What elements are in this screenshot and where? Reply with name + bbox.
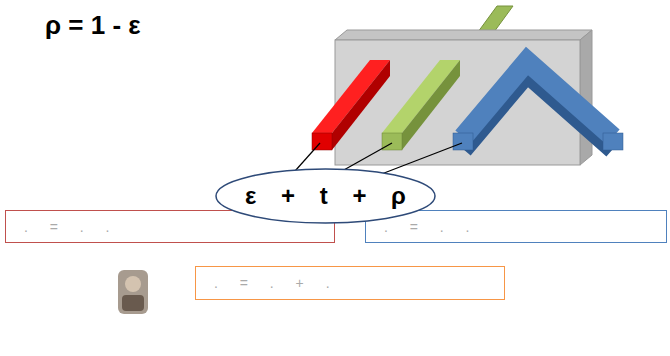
sum-ellipse: ε + t + ρ: [215, 168, 436, 224]
formula-label: ρ = 1 - ε: [45, 10, 141, 41]
photo-icon: [118, 270, 148, 314]
node-text: . = . + .: [214, 275, 330, 291]
equation-box: . = . + .: [195, 266, 505, 300]
equation-box: . = . .: [365, 210, 667, 243]
slab-top: [335, 30, 592, 40]
node-text: . = . .: [24, 219, 110, 235]
absorbed-bar: [312, 60, 390, 150]
transmitted-bar-top: [478, 6, 513, 32]
slab-front: [335, 40, 580, 165]
reflected-bar: [453, 61, 623, 150]
node-text: ε + t + ρ: [245, 182, 406, 210]
node-text: . = . .: [384, 219, 470, 235]
transmitted-bar: [382, 60, 460, 150]
